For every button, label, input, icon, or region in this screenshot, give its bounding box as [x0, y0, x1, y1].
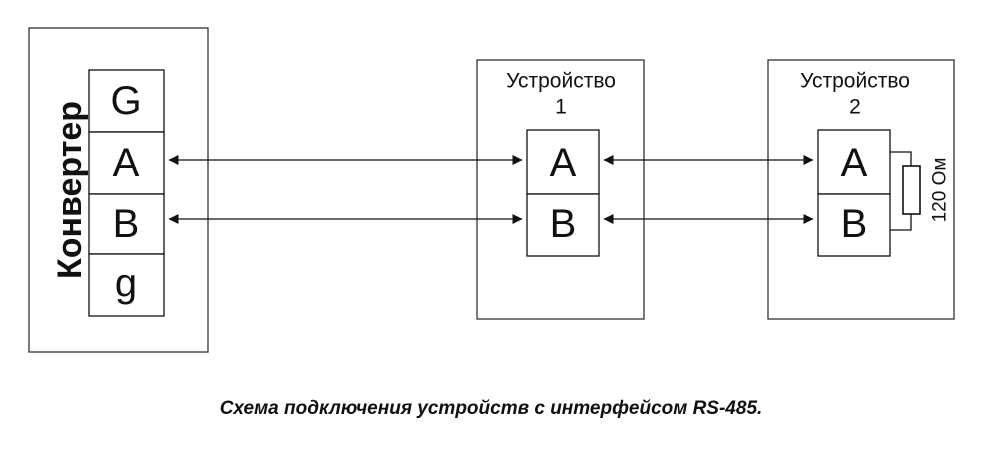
device2-label-line2: 2	[849, 96, 861, 119]
converter-terminal-a	[88, 131, 165, 195]
device1-block: Устройство 1 A B	[476, 59, 645, 320]
diagram-caption: Схема подключения устройств с интерфейсо…	[219, 398, 763, 419]
device2-label-line1: Устройство	[800, 70, 910, 93]
device1-terminal-b	[526, 193, 600, 257]
device2-pin-label: B	[841, 202, 868, 246]
converter-block: Конвертер G A B g	[28, 27, 209, 353]
converter-pin-label: g	[115, 261, 137, 305]
device1-pin-label: A	[550, 141, 577, 185]
converter-pin-label: B	[113, 202, 140, 246]
resistor-symbol	[902, 165, 921, 215]
converter-label: Конвертер	[51, 101, 89, 279]
device2-terminal-b	[817, 193, 891, 257]
resistor-lead-top	[890, 151, 912, 166]
converter-terminal-g-upper	[88, 69, 165, 133]
device2-block: Устройство 2 A B 120 Ом	[767, 59, 955, 320]
device1-label-line2: 1	[555, 96, 567, 119]
converter-terminal-g-lower	[88, 253, 165, 317]
device1-label-line1: Устройство	[506, 70, 616, 93]
rs485-connection-diagram: Конвертер G A B g Устройство 1 A B Устро…	[28, 27, 955, 353]
converter-terminal-b	[88, 193, 165, 255]
device2-terminal-a	[817, 129, 891, 195]
device1-pin-label: B	[550, 202, 577, 246]
resistor-lead-bottom	[890, 214, 912, 231]
resistor-label: 120 Ом	[930, 158, 951, 223]
converter-pin-label: G	[110, 79, 141, 123]
converter-pin-label: A	[113, 141, 140, 185]
device2-pin-label: A	[841, 141, 868, 185]
